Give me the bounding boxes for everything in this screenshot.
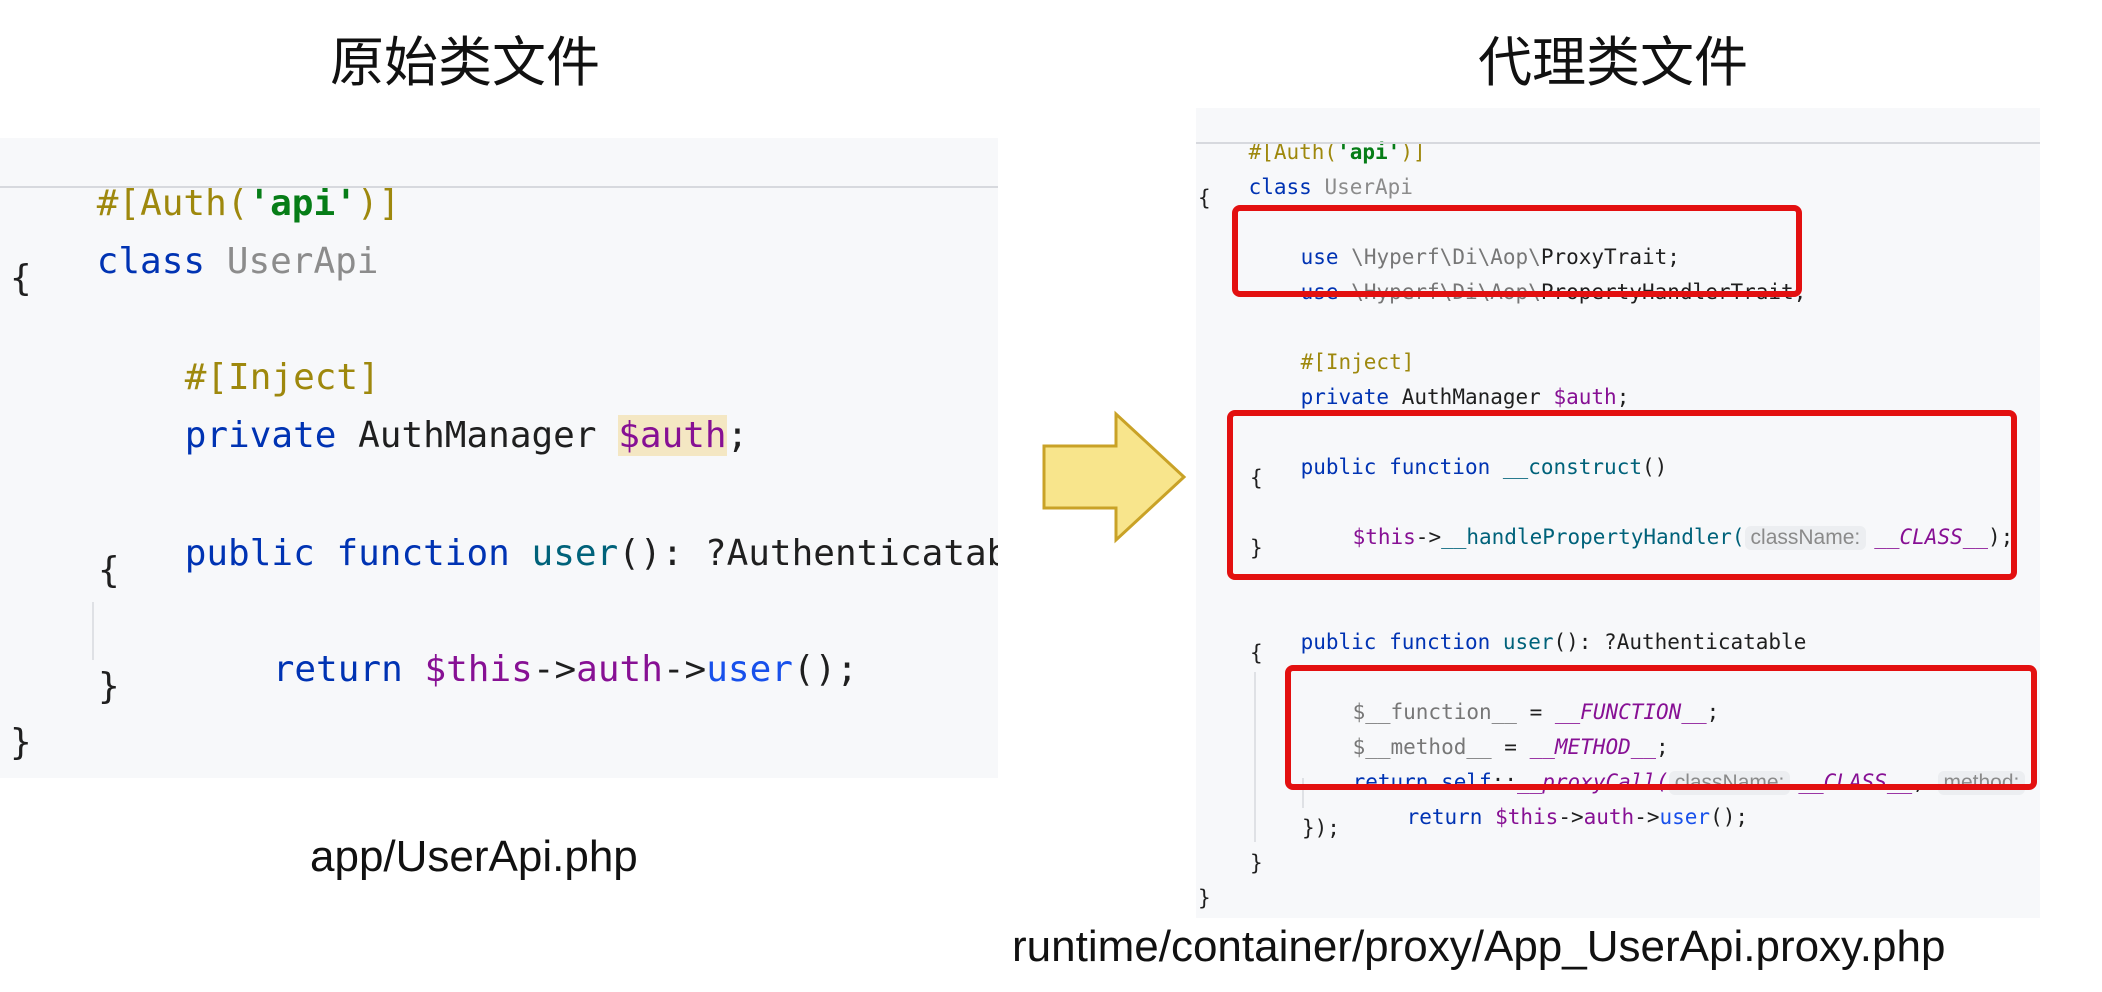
code-line: } xyxy=(98,666,120,707)
code-line: { xyxy=(10,258,32,299)
proxy-call-highlight-box xyxy=(1285,665,2037,790)
constructor-highlight-box xyxy=(1227,410,2017,580)
indent-guide xyxy=(92,602,94,660)
code-line: #[Auth('api')] xyxy=(1248,140,1426,164)
code-line: public function user(): ?Authenticatable xyxy=(184,533,998,574)
code-line: $__method__ = __METHOD__; xyxy=(1352,735,1669,759)
code-line: class UserApi xyxy=(1248,175,1413,199)
code-line: { xyxy=(98,550,120,591)
proxy-heading: 代理类文件 xyxy=(1478,31,1748,94)
code-line: } xyxy=(10,722,32,763)
original-file-path: app/UserApi.php xyxy=(310,832,638,881)
code-line: { xyxy=(1250,641,1263,665)
code-line: { xyxy=(1198,186,1211,210)
code-line: return $this->auth->user(); xyxy=(272,649,858,690)
code-line: #[Inject] xyxy=(1300,350,1415,374)
code-line: $this->__handlePropertyHandler(className… xyxy=(1352,525,2014,550)
indent-guide xyxy=(1302,778,1304,808)
code-line: public function user(): ?Authenticatable xyxy=(1300,630,1807,654)
parameter-hint: className: xyxy=(1744,526,1867,550)
code-line: use \Hyperf\Di\Aop\ProxyTrait; xyxy=(1300,245,1680,269)
transform-arrow-icon xyxy=(1042,410,1187,544)
code-line: #[Inject] xyxy=(184,357,380,398)
code-line: } xyxy=(1250,851,1263,875)
code-line: class UserApi xyxy=(96,241,379,282)
code-line: { xyxy=(1250,466,1263,490)
proxy-code-panel: #[Auth('api')] class UserApi { use \Hype… xyxy=(1196,108,2040,918)
code-line: public function __construct() xyxy=(1300,455,1668,479)
attribute-separator xyxy=(0,186,998,188)
code-line: #[Auth('api')] xyxy=(96,183,401,224)
code-line: private AuthManager $auth; xyxy=(1300,385,1630,409)
code-line: } xyxy=(1198,886,1211,910)
attribute-separator xyxy=(1196,142,2040,144)
code-line: return $this->auth->user(); xyxy=(1406,805,1748,829)
code-line: $__function__ = __FUNCTION__; xyxy=(1352,700,1720,724)
code-line: private AuthManager $auth; xyxy=(184,415,749,456)
code-line: }); xyxy=(1302,816,1340,840)
trait-highlight-box xyxy=(1232,205,1802,297)
code-line: } xyxy=(1250,536,1263,560)
original-heading: 原始类文件 xyxy=(330,31,600,94)
original-code-panel: #[Auth('api')] class UserApi { #[Inject]… xyxy=(0,138,998,778)
indent-guide xyxy=(1254,672,1256,842)
proxy-file-path: runtime/container/proxy/App_UserApi.prox… xyxy=(1012,922,1946,971)
